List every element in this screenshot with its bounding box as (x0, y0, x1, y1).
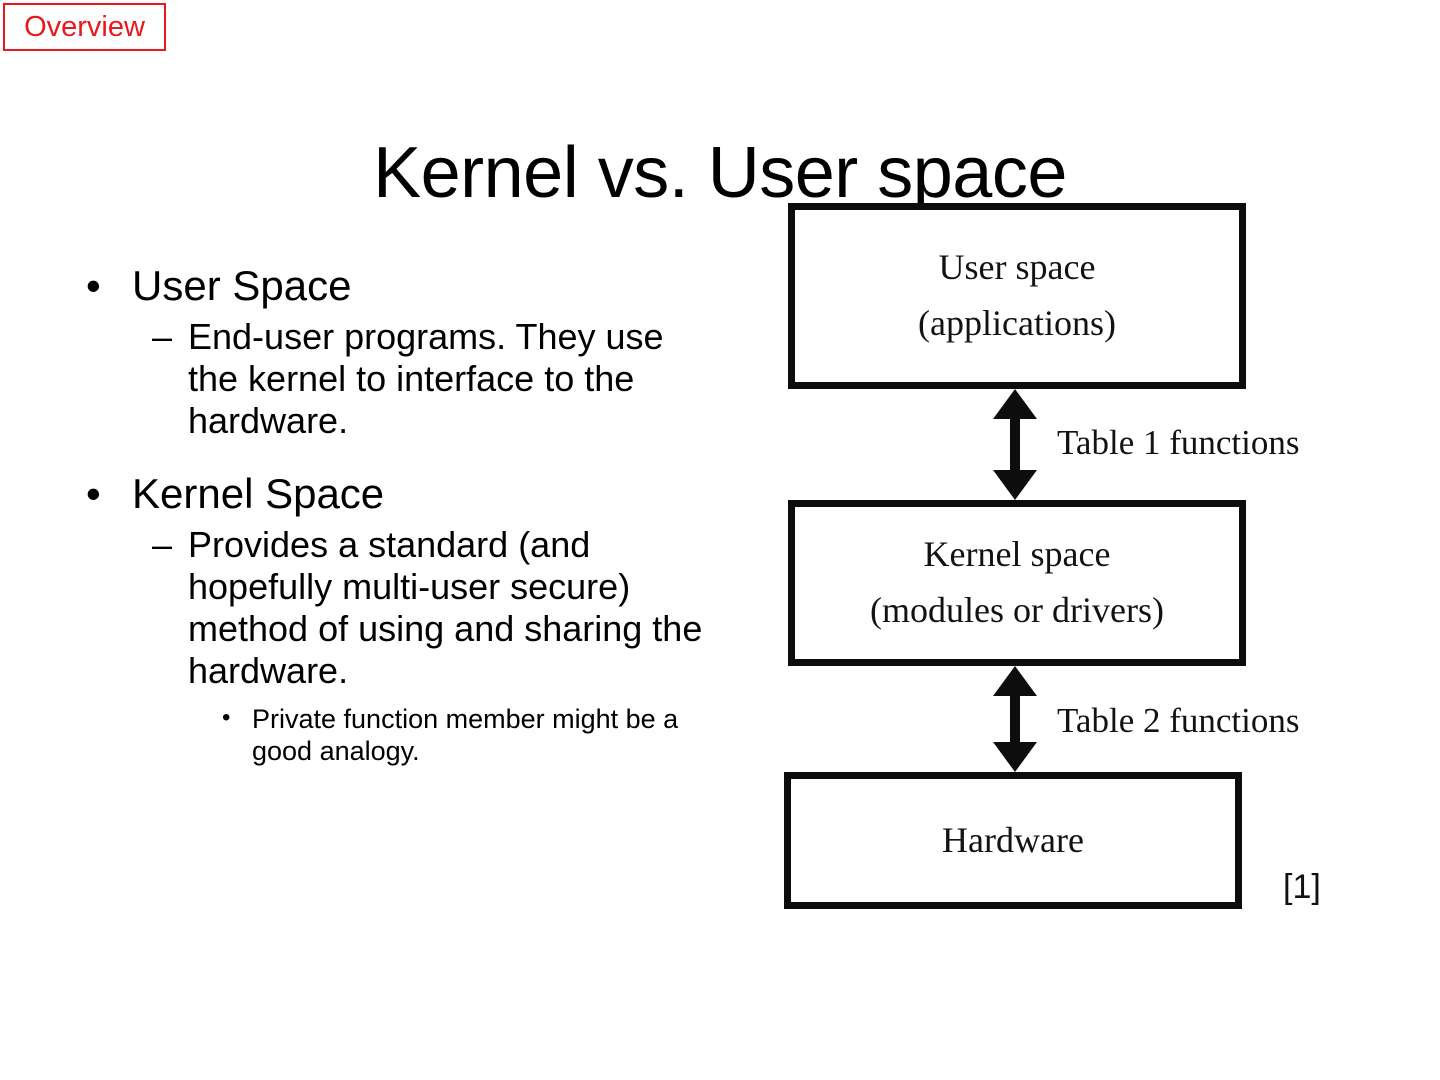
bullet-marker: • (222, 703, 231, 731)
list-item: • User Space (72, 262, 722, 310)
list-item: – End-user programs. They use the kernel… (72, 316, 722, 442)
diagram-box-kernel-space: Kernel space (modules or drivers) (788, 500, 1246, 666)
arrow-label-table-2: Table 2 functions (1057, 701, 1300, 740)
box-title: User space (938, 247, 1096, 288)
bullet-marker: • (86, 470, 101, 518)
arrow-label-table-1: Table 1 functions (1057, 423, 1300, 462)
double-arrow-icon-kernel-hardware (993, 666, 1037, 772)
box-subtitle: (modules or drivers) (870, 590, 1164, 630)
list-item-text: Private function member might be a good … (252, 703, 679, 766)
overview-badge-label: Overview (24, 10, 145, 43)
box-title: Hardware (942, 819, 1084, 860)
citation-reference: [1] (1283, 868, 1321, 906)
bullet-marker: • (86, 262, 101, 309)
overview-badge[interactable]: Overview (3, 3, 166, 51)
page-title: Kernel vs. User space (373, 133, 1067, 214)
bullet-marker: – (152, 524, 173, 566)
diagram-box-hardware: Hardware (784, 772, 1242, 909)
box-title: Kernel space (923, 534, 1111, 575)
box-subtitle: (applications) (918, 303, 1116, 343)
list-item: • Private function member might be a goo… (72, 703, 722, 768)
list-item-text: Provides a standard (and hopefully multi… (188, 524, 703, 692)
list-item-text: End-user programs. They use the kernel t… (188, 315, 664, 442)
double-arrow-icon-user-kernel (993, 389, 1037, 500)
list-item-text: Kernel Space (132, 470, 385, 518)
list-item: – Provides a standard (and hopefully mul… (72, 524, 722, 692)
diagram-box-user-space: User space (applications) (788, 203, 1246, 389)
architecture-diagram: User space (applications) Table 1 functi… (760, 190, 1380, 930)
bullet-outline: • User Space – End-user programs. They u… (72, 262, 722, 767)
list-item: • Kernel Space (72, 470, 722, 518)
bullet-marker: – (152, 315, 173, 357)
list-item-text: User Space (132, 262, 352, 309)
